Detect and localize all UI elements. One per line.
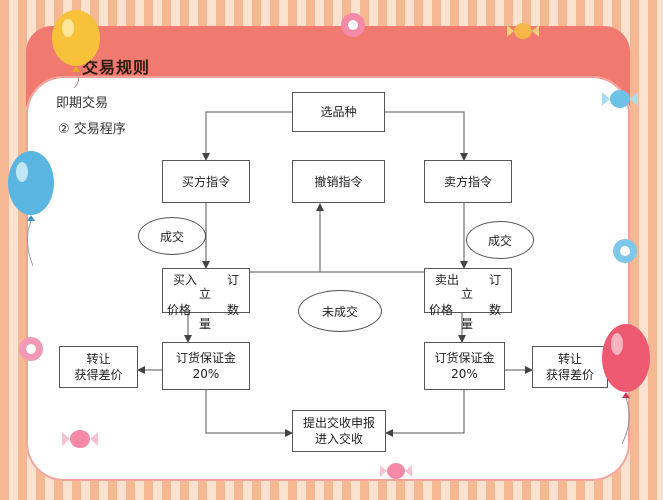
subtitle-spot-trading: 即期交易 bbox=[56, 96, 109, 111]
margin-right-line1: 订货保证金 bbox=[434, 351, 495, 365]
lollipop-icon bbox=[613, 239, 637, 263]
transfer-right-line1: 转让 bbox=[557, 352, 582, 366]
pink-balloon-icon bbox=[602, 324, 650, 445]
buy-order-text-e: 数 bbox=[227, 303, 240, 317]
yellow-balloon-icon bbox=[52, 10, 100, 88]
deal-left-label: 成交 bbox=[159, 229, 184, 244]
no-deal-label: 未成交 bbox=[321, 304, 358, 319]
cancel-order-box: 撤销指令 bbox=[292, 160, 385, 203]
margin-left-line1: 订货保证金 bbox=[175, 351, 236, 365]
select-product-label: 选品种 bbox=[320, 105, 357, 119]
blue-balloon-icon bbox=[8, 151, 54, 267]
sell-order-text-f: 量 bbox=[461, 317, 474, 331]
sell-order-text-e: 数 bbox=[489, 303, 502, 317]
subtitle-trading-procedure: ② 交易程序 bbox=[58, 122, 126, 137]
deal-right-oval: 成交 bbox=[466, 221, 534, 259]
delivery-box: 提出交收申报 进入交收 bbox=[292, 410, 386, 452]
buy-order-text-c: 立 bbox=[199, 287, 212, 301]
wrapped-candy-icon bbox=[507, 23, 539, 39]
transfer-right-box: 转让 获得差价 bbox=[532, 346, 608, 388]
slide-title: 交易规则 bbox=[82, 58, 151, 77]
seller-order-box: 卖方指令 bbox=[424, 160, 512, 203]
delivery-line1: 提出交收申报 bbox=[302, 416, 375, 430]
deal-left-oval: 成交 bbox=[138, 217, 206, 255]
transfer-left-line1: 转让 bbox=[86, 352, 111, 366]
sell-order-text-c: 立 bbox=[461, 287, 474, 301]
buy-order-text-f: 量 bbox=[199, 317, 212, 331]
wrapped-candy-blue-icon bbox=[602, 90, 638, 108]
buyer-order-label: 买方指令 bbox=[181, 174, 230, 189]
margin-right-line2: 20% bbox=[451, 367, 478, 381]
sell-order-text-b: 订 bbox=[489, 273, 502, 287]
swirl-candy-icon bbox=[19, 337, 43, 361]
margin-left-box: 订货保证金 20% bbox=[162, 342, 250, 390]
sell-order-text-d: 价格 bbox=[429, 303, 454, 317]
buyer-order-box: 买方指令 bbox=[162, 160, 250, 203]
buy-order-text-b: 订 bbox=[227, 273, 240, 287]
deal-right-label: 成交 bbox=[487, 233, 512, 248]
transfer-left-box: 转让 获得差价 bbox=[59, 346, 138, 388]
seller-order-label: 卖方指令 bbox=[443, 174, 492, 189]
buy-order-text-d: 价格 bbox=[167, 303, 192, 317]
sell-order-text-a: 卖出 bbox=[435, 273, 460, 287]
buy-order-text-a: 买入 bbox=[173, 273, 198, 287]
candy-icon bbox=[341, 13, 365, 37]
transfer-left-line2: 获得差价 bbox=[74, 368, 123, 382]
wrapped-candy-bottom-icon bbox=[380, 463, 412, 479]
margin-right-box: 订货保证金 20% bbox=[424, 342, 505, 390]
cancel-order-label: 撤销指令 bbox=[314, 174, 363, 189]
wrapped-candy-pink-icon bbox=[62, 430, 98, 448]
margin-left-line2: 20% bbox=[192, 367, 220, 381]
delivery-line2: 进入交收 bbox=[314, 432, 363, 446]
sell-order-detail-box: 卖出 订 立 价格 数 量 bbox=[424, 268, 512, 331]
transfer-right-line2: 获得差价 bbox=[545, 368, 594, 382]
buy-order-detail-box: 买入 订 立 价格 数 量 bbox=[162, 268, 250, 331]
select-product-box: 选品种 bbox=[292, 92, 385, 132]
no-deal-oval: 未成交 bbox=[298, 290, 382, 332]
